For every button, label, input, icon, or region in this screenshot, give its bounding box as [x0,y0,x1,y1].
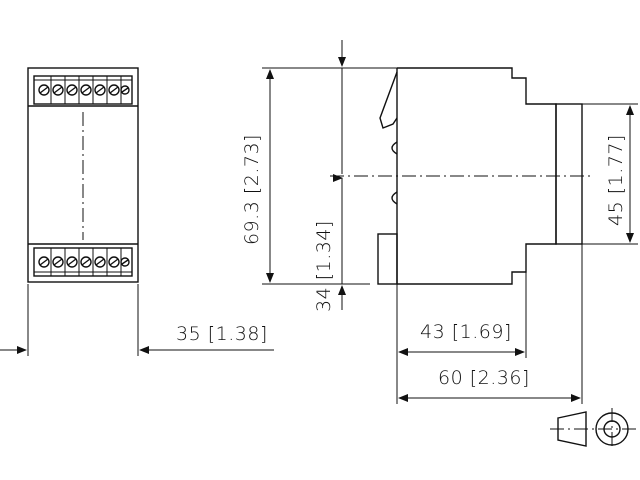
bottom-terminal-block [33,247,133,277]
side-view [330,67,590,285]
height-rail-label: 34 [1.34] [313,220,335,312]
top-terminal-block [33,75,133,105]
front-view: 35 [1.38] [0,67,274,356]
front-width-dimension: 35 [1.38] [0,284,274,356]
first-angle-projection-icon [550,408,640,450]
depth-body-label: 43 [1.69] [420,321,512,343]
height-total-label: 69.3 [2.73] [241,134,263,245]
height-rail-dimension: 34 [1.34] [313,40,346,312]
height-side-dimension: 45 [1.77] [582,103,638,245]
depth-body-dimension: 43 [1.69] [396,272,527,404]
height-side-label: 45 [1.77] [605,134,627,226]
depth-total-dimension: 60 [2.36] [398,244,583,404]
height-total-dimension: 69.3 [2.73] [241,67,397,285]
width-front-label: 35 [1.38] [176,323,268,345]
depth-total-label: 60 [2.36] [438,367,530,389]
